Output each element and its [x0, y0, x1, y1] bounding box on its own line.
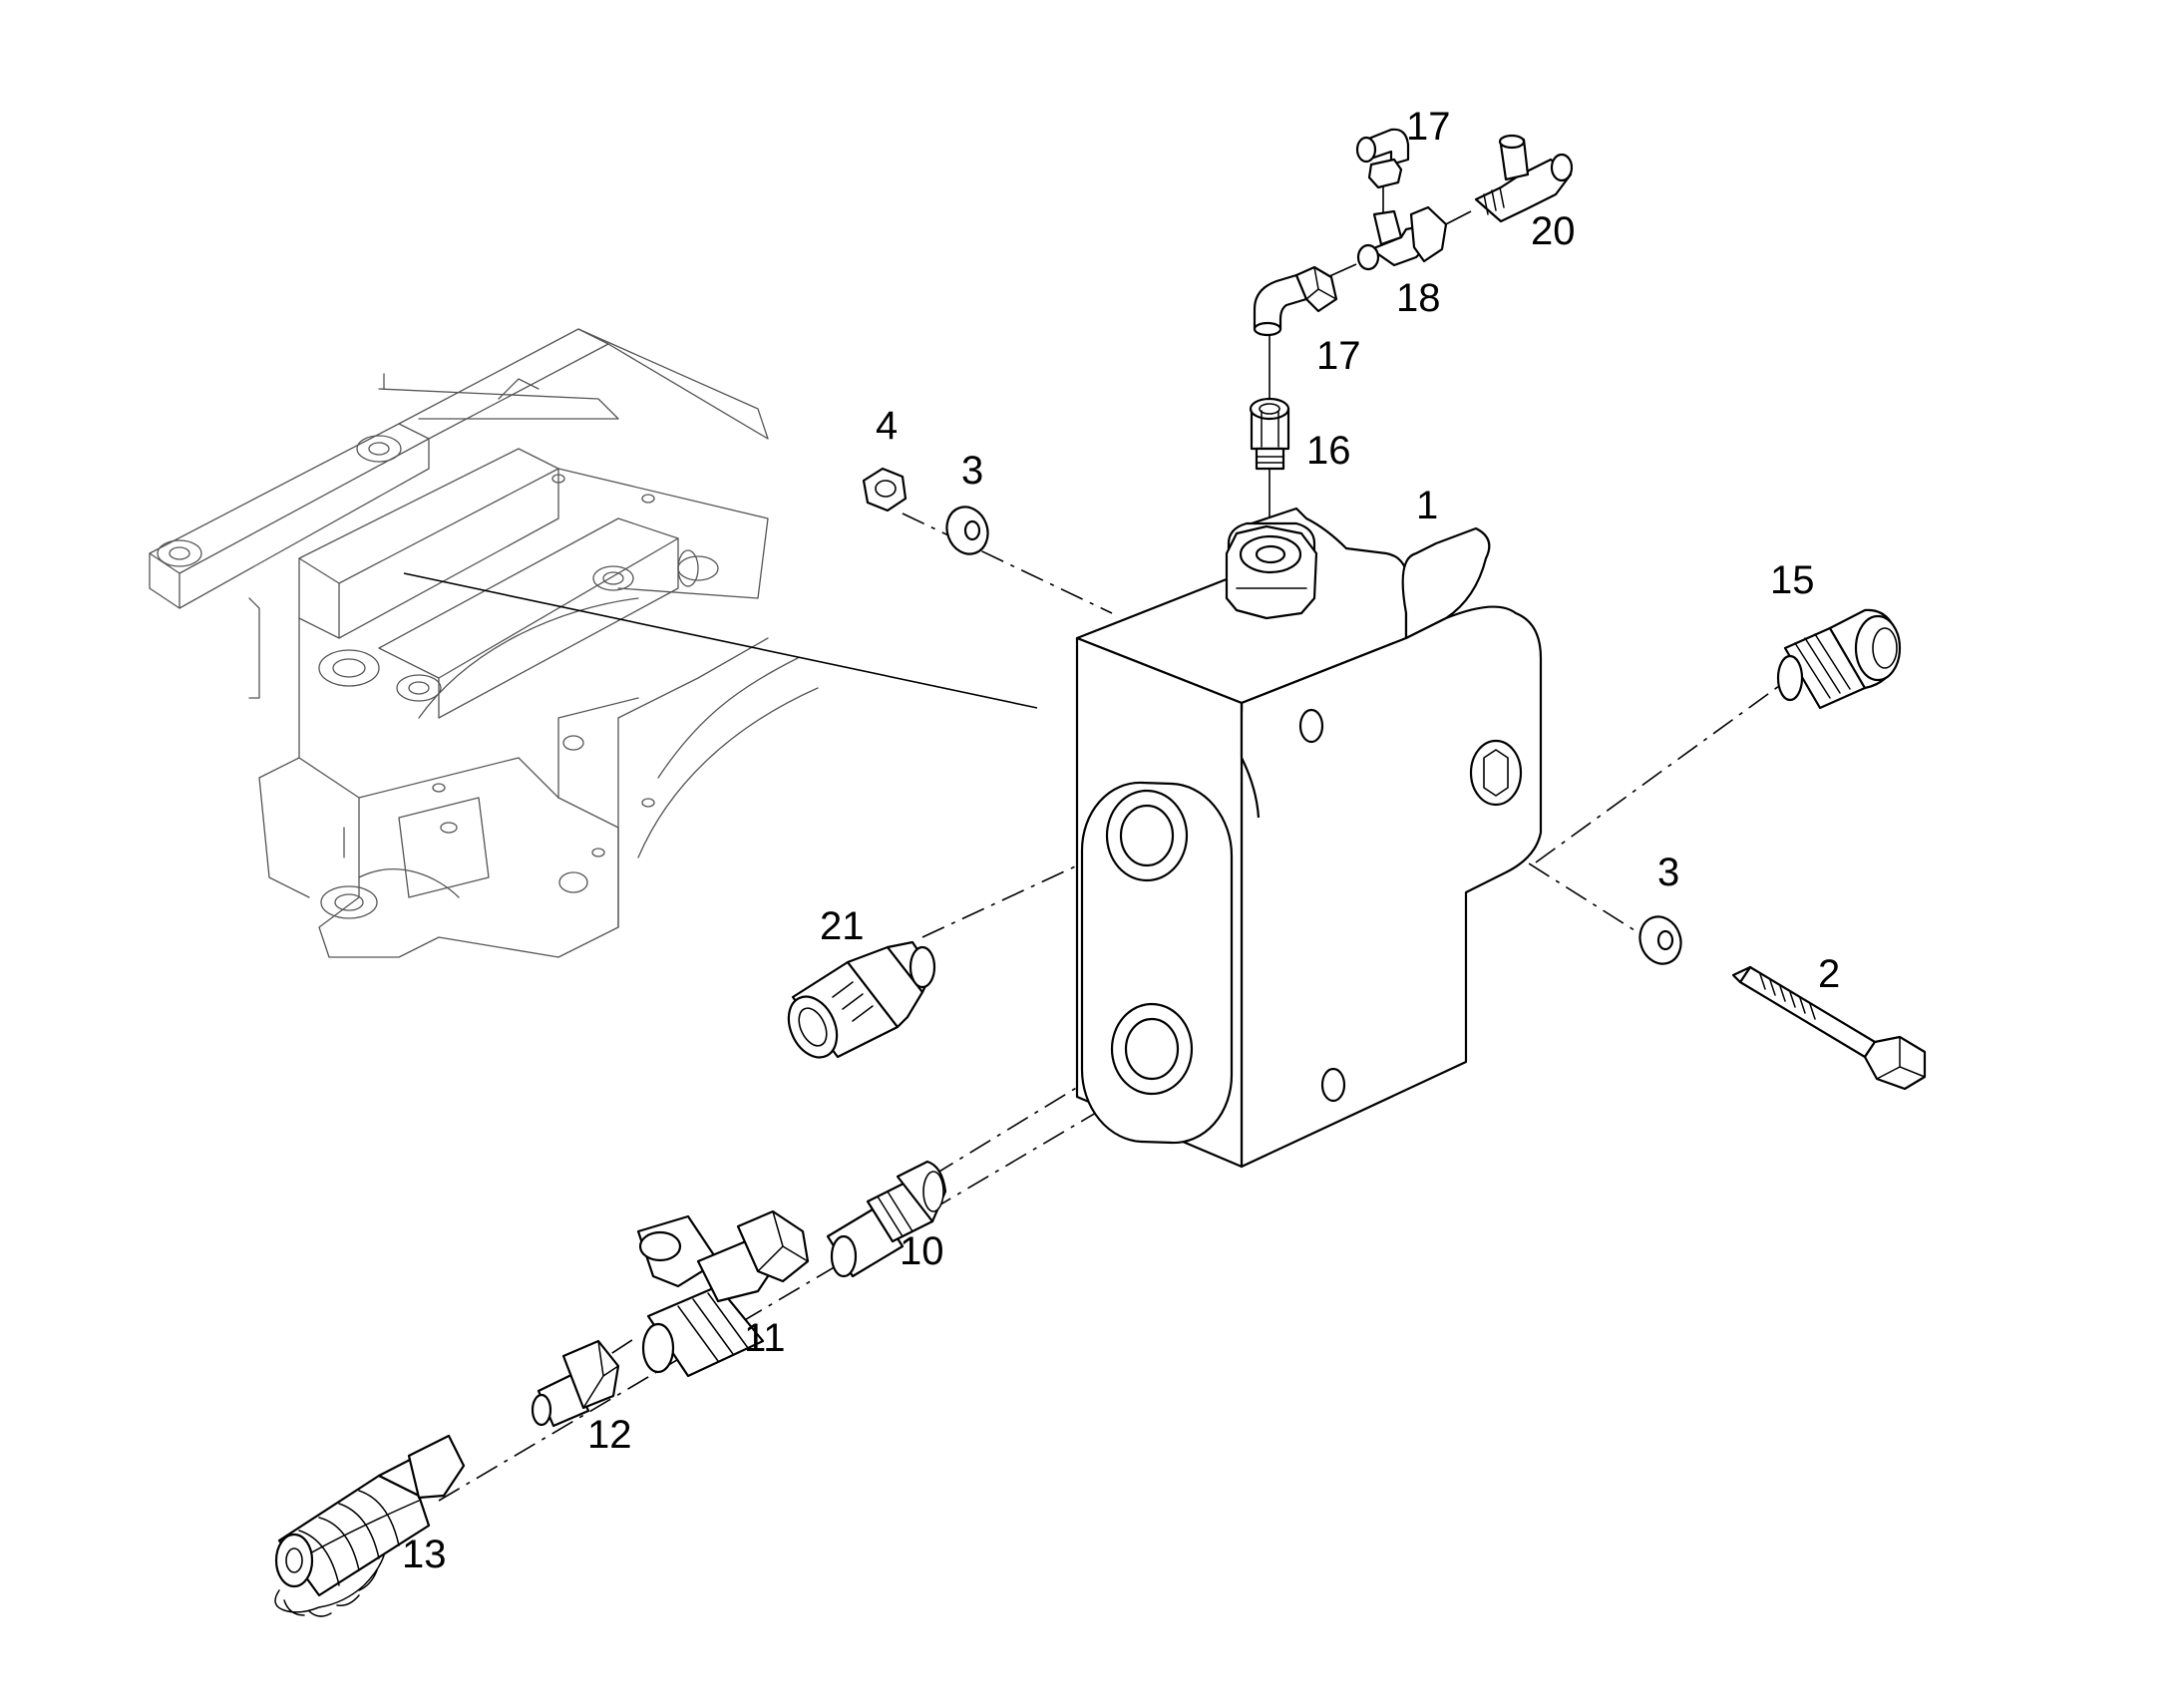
- part-12-adapter: [531, 1339, 620, 1428]
- callout-12: 12: [587, 1413, 632, 1457]
- callout-11: 11: [744, 1316, 786, 1360]
- callout-13: 13: [402, 1533, 447, 1576]
- callout-15: 15: [1770, 558, 1815, 602]
- part-1-valve-block: [1075, 507, 1543, 1169]
- part-2-bolt: [1731, 965, 1927, 1091]
- part-17-elbow-upper: [1355, 128, 1410, 189]
- machine-frame-context: [149, 328, 819, 958]
- callout-labels: 1 2 3 3 4 10 11 12 13 15 16 17 17 18 20 …: [402, 105, 1840, 1576]
- callout-10: 10: [900, 1229, 944, 1273]
- callout-2: 2: [1818, 952, 1840, 996]
- part-3-washer-right: [1638, 915, 1682, 965]
- part-10-connector: [826, 1160, 947, 1278]
- part-16-fitting: [1249, 397, 1290, 471]
- callout-20: 20: [1531, 209, 1576, 253]
- part-21-union: [787, 940, 936, 1059]
- part-3-washer-left: [945, 506, 989, 555]
- location-leader-line: [403, 572, 1038, 709]
- callout-17-lower: 17: [1316, 334, 1361, 378]
- part-4-nut: [862, 467, 908, 512]
- callout-17-upper: 17: [1406, 105, 1451, 149]
- callout-16: 16: [1306, 429, 1351, 473]
- callout-3-right: 3: [1657, 851, 1679, 894]
- part-20-tee-fitting: [1474, 134, 1574, 223]
- part-15-adapter: [1776, 608, 1902, 710]
- callout-3-left: 3: [961, 449, 983, 493]
- callout-1: 1: [1416, 484, 1438, 527]
- part-18-tee: [1356, 205, 1448, 271]
- callout-21: 21: [820, 904, 865, 948]
- callout-4: 4: [876, 404, 898, 448]
- part-11-tee: [636, 1209, 810, 1378]
- part-13-quick-coupler: [274, 1434, 466, 1617]
- callout-18: 18: [1396, 276, 1441, 320]
- part-17-elbow-lower: [1253, 265, 1338, 337]
